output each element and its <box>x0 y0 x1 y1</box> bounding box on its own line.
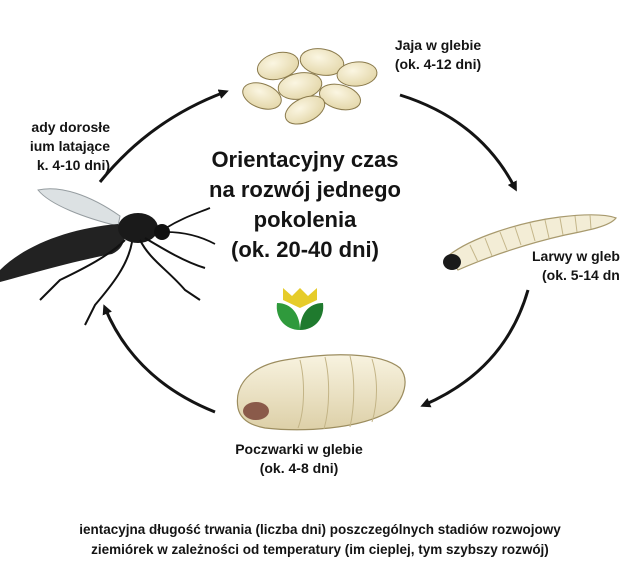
caption-line2: ziemiórek w zależności od temperatury (i… <box>91 542 549 557</box>
eggs-label-line2: (ok. 4-12 dni) <box>394 56 482 72</box>
eggs-illustration <box>242 48 378 125</box>
adults-label-line1: ady dorosłe <box>31 119 110 135</box>
adults-label-line3: k. 4-10 dni) <box>36 157 110 173</box>
eggs-label-line1: Jaja w glebie <box>394 37 482 53</box>
arrow-larvae-to-pupae <box>420 289 530 408</box>
arrow-eggs-to-larvae <box>399 93 517 192</box>
center-title-line3: pokolenia <box>253 207 357 232</box>
center-title-line2: na rozwój jednego <box>209 177 401 202</box>
eggs-label: Jaja w glebie (ok. 4-12 dni) <box>378 36 498 74</box>
larvae-label-line2: (ok. 5-14 dn <box>542 267 620 283</box>
caption-line1: ientacyjna długość trwania (liczba dni) … <box>79 522 561 537</box>
pupae-label: Poczwarki w glebie (ok. 4-8 dni) <box>204 440 394 478</box>
adult-gnat-illustration <box>0 188 216 326</box>
logo-icon <box>276 288 324 330</box>
pupa-illustration <box>236 354 406 431</box>
larvae-label-line1: Larwy w gleb <box>532 248 620 264</box>
center-title-line4: (ok. 20-40 dni) <box>231 237 379 262</box>
adults-label-line2: ium latające <box>29 138 110 154</box>
adults-label: ady dorosłe ium latające k. 4-10 dni) <box>0 118 110 175</box>
pupae-label-line1: Poczwarki w glebie <box>235 441 363 457</box>
larvae-label: Larwy w gleb (ok. 5-14 dn <box>532 247 640 285</box>
arrow-adult-to-eggs <box>98 89 229 183</box>
center-title: Orientacyjny czas na rozwój jednego poko… <box>160 145 450 265</box>
arrow-pupae-to-adult <box>102 304 216 414</box>
larva-illustration <box>443 214 617 271</box>
pupae-label-line2: (ok. 4-8 dni) <box>259 460 339 476</box>
center-title-line1: Orientacyjny czas <box>211 147 399 172</box>
bottom-caption: ientacyjna długość trwania (liczba dni) … <box>0 520 640 560</box>
